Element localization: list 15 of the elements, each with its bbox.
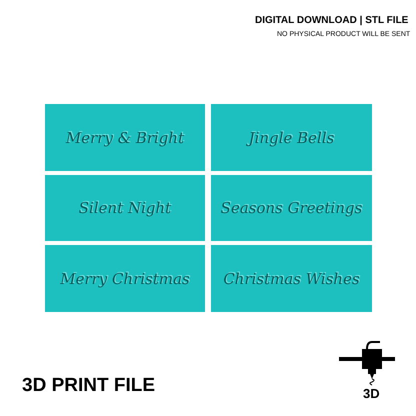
stamp-plate bbox=[45, 175, 205, 241]
stamp-plate bbox=[45, 104, 205, 171]
mirrored-script-text: Silent Night bbox=[78, 199, 172, 217]
stamp-plate bbox=[45, 245, 205, 312]
mirrored-script-text: Merry & Bright bbox=[66, 128, 184, 146]
mirrored-script-text: Merry Christmas bbox=[60, 270, 190, 288]
mirrored-script-text: Jingle Bells bbox=[248, 128, 334, 146]
title-text: 3D PRINT FILE bbox=[22, 375, 156, 397]
mirrored-script-text: Christmas Wishes bbox=[223, 270, 360, 288]
icon-caption: 3D bbox=[363, 386, 380, 401]
stamp-plate bbox=[211, 104, 372, 171]
stamp-plate bbox=[211, 175, 372, 241]
header-text: DIGITAL DOWNLOAD | STL FILE bbox=[255, 15, 408, 26]
mirrored-script-text: Seasons Greetings bbox=[220, 199, 362, 217]
stamp-plate bbox=[211, 245, 372, 312]
